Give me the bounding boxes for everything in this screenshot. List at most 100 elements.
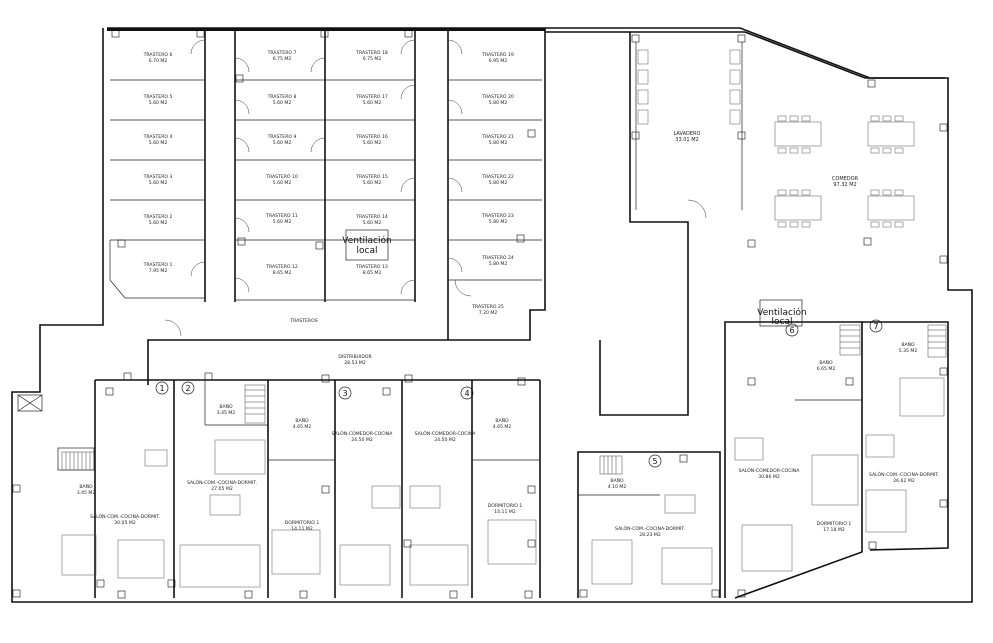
room-label: BAÑO — [495, 417, 509, 424]
room-label: TRASTERO 1 — [143, 262, 173, 268]
room-area: 5.60 M2 — [149, 140, 168, 146]
room-area: 5.80 M2 — [489, 261, 508, 267]
room-label: TRASTERO 19 — [481, 52, 514, 58]
room-area: 5.60 M2 — [149, 100, 168, 106]
apartment-walls — [57, 321, 949, 599]
room-area: 6.95 M2 — [489, 58, 508, 64]
ventilation-label: Ventilación — [757, 307, 806, 318]
room-label: TRASTERO 20 — [481, 94, 514, 100]
room-area: 28.53 M2 — [344, 360, 366, 366]
room-label: BAÑO — [219, 403, 233, 410]
room-label: TRASTERO 11 — [265, 213, 298, 219]
room-area: 5.60 M2 — [149, 220, 168, 226]
room-label: SALÓN-COMEDOR-COCINA — [332, 430, 394, 437]
unit-number: 7 — [873, 322, 878, 331]
ventilation-label: local — [772, 317, 793, 327]
unit-number: 5 — [652, 457, 657, 466]
room-area: 97.32 M2 — [833, 182, 856, 188]
room-area: 7.20 M2 — [479, 310, 498, 316]
room-label: TRASTERO 4 — [143, 134, 173, 140]
room-label: SALÓN-COMEDOR-COCINA — [415, 430, 477, 437]
room-area: 5.80 M2 — [489, 100, 508, 106]
room-area: 3.45 M2 — [217, 410, 236, 416]
dining-tables — [774, 115, 915, 228]
room-area: 5.60 M2 — [149, 180, 168, 186]
room-area: 14.11 M2 — [494, 509, 516, 515]
room-area: 4.10 M2 — [608, 484, 627, 490]
room-area: 5.60 M2 — [363, 220, 382, 226]
room-label: TRASTERO 13 — [355, 264, 388, 270]
room-area: 3.45 M2 — [77, 490, 96, 496]
room-area: 5.80 M2 — [489, 219, 508, 225]
room-label: TRASTERO 12 — [265, 264, 298, 270]
unit-number: 1 — [159, 384, 164, 393]
room-label: TRASTERO 5 — [143, 94, 173, 100]
room-area: 5.80 M2 — [489, 140, 508, 146]
room-area: 5.60 M2 — [363, 180, 382, 186]
room-label: TRASTERO 16 — [355, 134, 388, 140]
ventilation-label: local — [357, 246, 378, 256]
room-label: DORMITORIO 1 — [817, 521, 852, 527]
room-label: TRASTERO 21 — [481, 134, 514, 140]
room-label: SALÓN-COM.-COCINA-DORMIT. — [187, 479, 257, 486]
ventilation-label: Ventilación — [342, 235, 391, 246]
room-label: TRASTERO 3 — [143, 174, 173, 180]
room-area: 33.01 M2 — [675, 137, 698, 143]
room-label: SALÓN-COM.-COCINA-DORMIT. — [90, 513, 160, 520]
room-area: 5.35 M2 — [899, 348, 918, 354]
room-label: COMEDOR — [832, 176, 859, 182]
room-label: TRASTERO 22 — [481, 174, 514, 180]
apartment-furniture — [17, 299, 947, 588]
room-label: TRASTEROS — [289, 318, 317, 324]
room-label: TRASTERO 7 — [267, 50, 297, 56]
room-label: TRASTERO 24 — [481, 255, 514, 261]
unit-number: 3 — [342, 389, 347, 398]
room-area: 5.60 M2 — [273, 219, 292, 225]
room-area: 5.60 M2 — [363, 100, 382, 106]
room-area: 7.95 M2 — [149, 268, 168, 274]
room-area: 17.18 M2 — [823, 527, 845, 533]
room-area: 5.60 M2 — [363, 140, 382, 146]
room-area: 5.60 M2 — [273, 180, 292, 186]
room-label: TRASTERO 25 — [471, 304, 504, 310]
room-label: SALÓN-COM.-COCINA-DORMIT. — [615, 525, 685, 532]
room-area: 6.65 M2 — [817, 366, 836, 372]
room-area: 27.05 M2 — [211, 486, 233, 492]
room-area: 5.60 M2 — [273, 100, 292, 106]
room-label: BAÑO — [819, 359, 833, 366]
laundry-room — [635, 42, 743, 219]
room-label: TRASTERO 15 — [355, 174, 388, 180]
room-area: 5.60 M2 — [273, 140, 292, 146]
room-label: DORMITORIO 1 — [488, 503, 523, 509]
room-label: BAÑO — [295, 417, 309, 424]
room-area: 24.50 M2 — [351, 437, 373, 443]
room-label: TRASTERO 9 — [267, 134, 297, 140]
room-area: 6.70 M2 — [149, 58, 168, 64]
room-label: TRASTERO 10 — [265, 174, 298, 180]
room-area: 8.65 M2 — [363, 270, 382, 276]
room-area: 6.75 M2 — [363, 56, 382, 62]
unit-number: 4 — [464, 389, 469, 398]
outer-walls — [11, 27, 973, 603]
room-area: 26.62 M2 — [893, 478, 915, 484]
room-area: 14.11 M2 — [291, 526, 313, 532]
room-label: TRASTERO 6 — [143, 52, 173, 58]
room-area: 30.86 M2 — [758, 474, 780, 480]
ceiling-light-markers — [12, 29, 948, 599]
room-area: 30.05 M2 — [114, 520, 136, 526]
room-label: TRASTERO 18 — [355, 50, 388, 56]
room-label: TRASTERO 14 — [355, 214, 388, 220]
room-label: BAÑO — [610, 477, 624, 484]
unit-numbers: 1 2 3 4 5 6 7 — [155, 319, 883, 468]
room-label: DISTRIBUIDOR — [338, 354, 372, 360]
room-label: TRASTERO 2 — [143, 214, 173, 220]
room-area: 5.80 M2 — [489, 180, 508, 186]
unit-number: 6 — [789, 326, 794, 335]
room-label: SALÓN-COMEDOR-COCINA — [739, 467, 801, 474]
room-labels: TRASTERO 6 6.70 M2 TRASTERO 5 5.60 M2 TR… — [77, 50, 939, 538]
room-label: BAÑO — [79, 483, 93, 490]
room-area: 28.23 M2 — [639, 532, 661, 538]
room-label: BAÑO — [901, 341, 915, 348]
room-label: LAVADERO — [674, 131, 701, 137]
